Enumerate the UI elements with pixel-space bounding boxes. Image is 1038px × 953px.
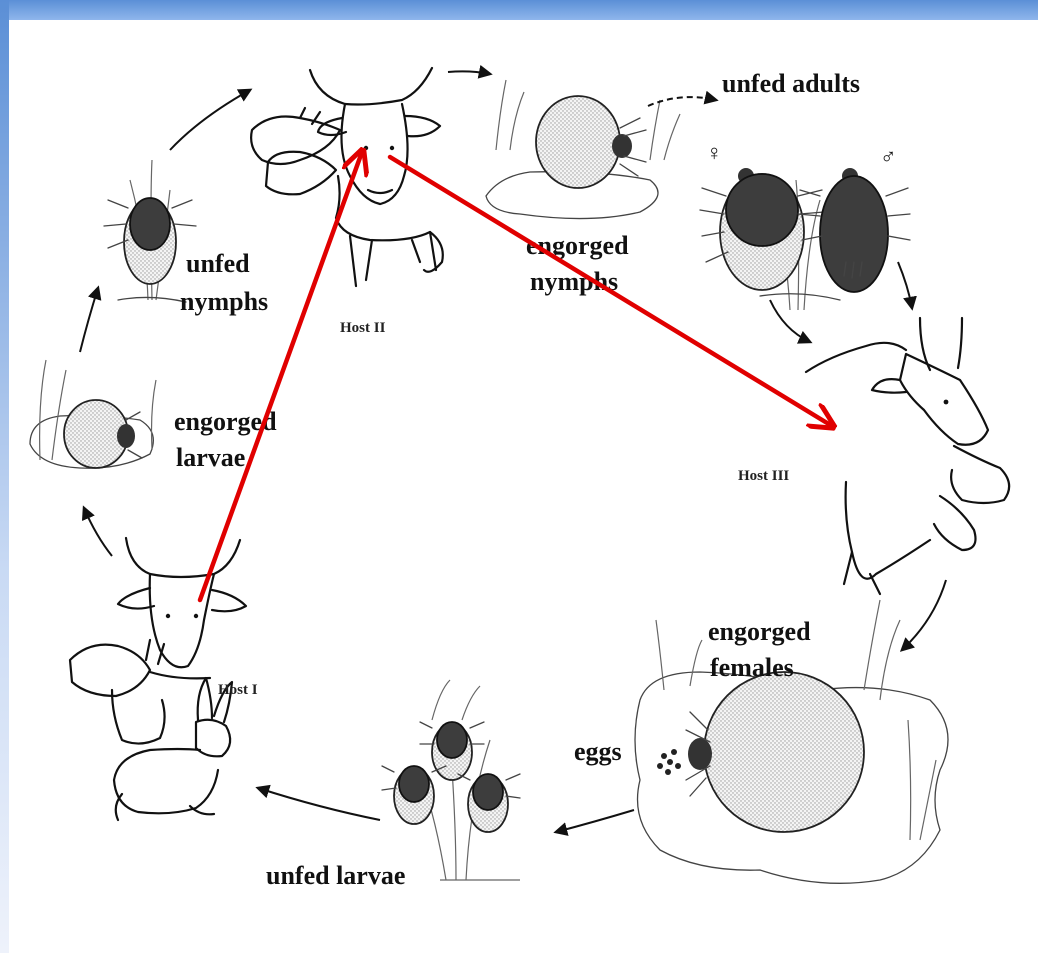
arrow-icon <box>648 97 716 106</box>
slide-frame-top <box>0 0 1038 20</box>
unfed-adults-ticks <box>700 168 910 310</box>
host-3-animals <box>806 318 1009 594</box>
goat-icon <box>70 640 210 744</box>
arrow-icon <box>898 262 912 308</box>
arrow-icon <box>84 508 112 556</box>
unfed-nymphs-label-1: unfed <box>186 249 250 278</box>
arrow-icon <box>258 788 380 820</box>
engorged-nymph-tick <box>486 80 680 219</box>
tick-life-cycle-diagram: Host II engorged nymphs unfed adults ♀ ♂ <box>9 20 1038 953</box>
female-symbol: ♀ <box>706 140 723 165</box>
host-1-label: Host I <box>218 682 258 698</box>
slide-frame-left <box>0 0 9 953</box>
cow-icon <box>310 68 440 204</box>
tick-icon <box>382 766 446 824</box>
host-2-label: Host II <box>340 320 386 336</box>
unfed-adults-label: unfed adults <box>722 69 860 98</box>
unfed-nymphs-label-2: nymphs <box>180 287 268 316</box>
cow-icon <box>118 538 246 667</box>
goat-icon <box>251 108 340 194</box>
engorged-females-label-1: engorged <box>708 617 811 646</box>
unfed-nymph-tick <box>104 160 196 302</box>
eggs-label: eggs <box>574 737 622 766</box>
goat-body-icon <box>844 482 930 594</box>
red-arrow-host1-to-host2 <box>200 152 362 600</box>
unfed-larvae-label: unfed larvae <box>266 861 405 890</box>
engorged-larvae-label-2: larvae <box>176 443 245 472</box>
arrow-icon <box>556 810 634 832</box>
arrow-icon <box>80 288 98 352</box>
tick-icon <box>536 96 620 188</box>
tick-icon <box>704 672 864 832</box>
unfed-larvae-ticks <box>382 680 520 880</box>
host-1-animals <box>70 538 246 820</box>
goat-icon <box>934 446 1009 550</box>
tick-icon <box>458 774 520 832</box>
engorged-nymphs-label-1: engorged <box>526 231 629 260</box>
tick-icon <box>700 168 824 290</box>
arrow-icon <box>902 580 946 650</box>
tick-icon <box>420 722 484 780</box>
goat-body-icon <box>336 176 443 286</box>
engorged-larva-tick <box>30 360 156 468</box>
arrow-icon <box>170 90 250 150</box>
egg-cluster-icon <box>657 749 681 775</box>
host-2-animals <box>251 68 443 286</box>
rabbit-icon <box>114 678 232 820</box>
male-symbol: ♂ <box>880 144 897 169</box>
tick-icon <box>798 168 910 292</box>
engorged-females-label-2: females <box>710 653 794 682</box>
arrow-icon <box>448 71 490 74</box>
tick-icon <box>104 198 196 284</box>
host-3-label: Host III <box>738 468 789 484</box>
